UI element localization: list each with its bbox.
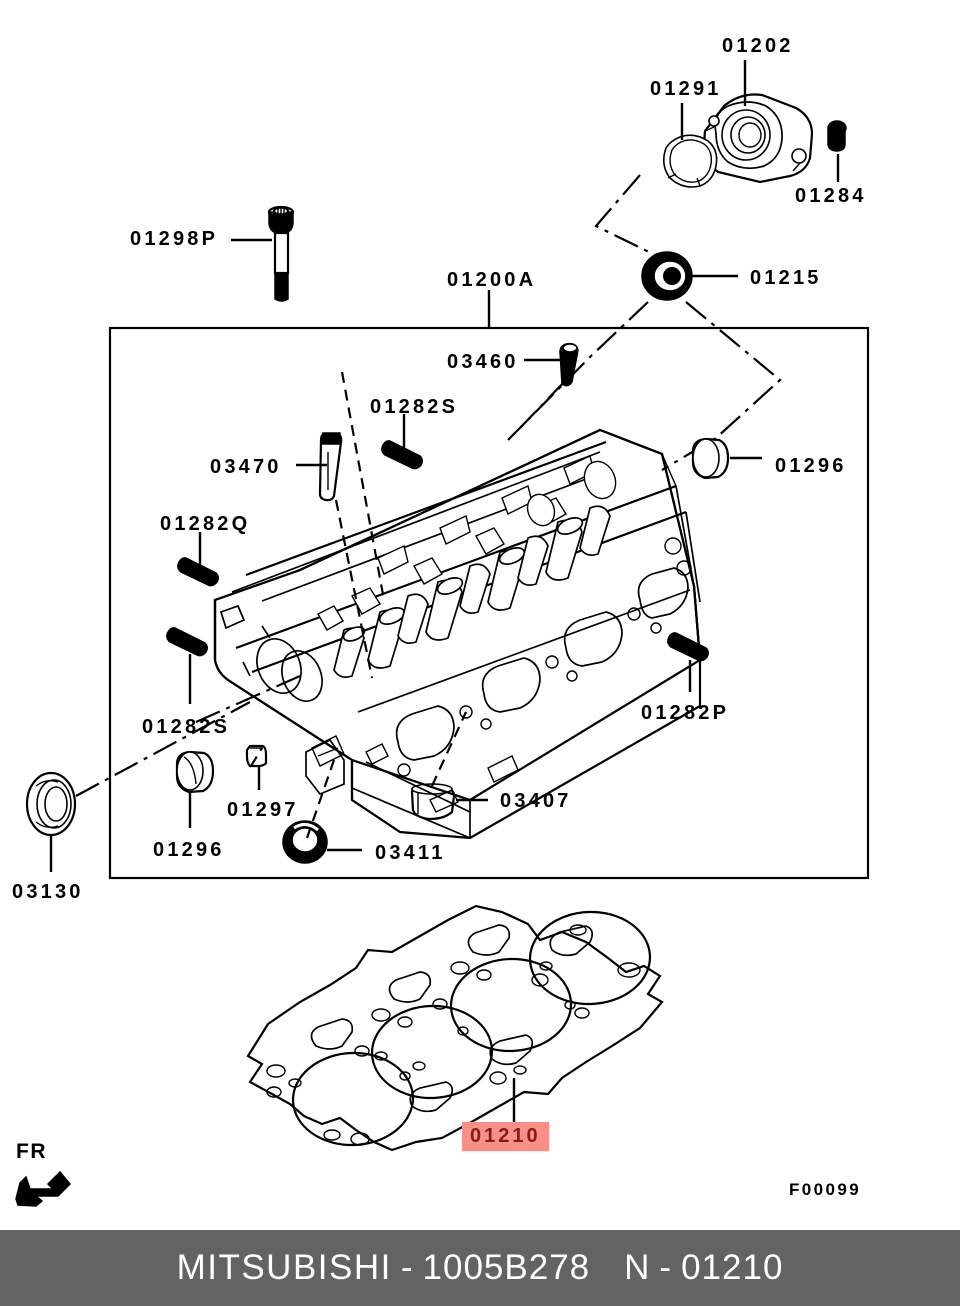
part-label-01297[interactable]: 01297: [227, 799, 299, 821]
leader-01297-dashed: [250, 747, 263, 767]
part-graphic-01282S-left: [166, 627, 209, 657]
fr-arrow-icon: [15, 1170, 72, 1207]
part-label-01282Q[interactable]: 01282Q: [160, 513, 251, 535]
leader-03470-dashed: [334, 499, 374, 679]
part-graphic-01282S-top: [381, 440, 424, 470]
part-label-01291[interactable]: 01291: [650, 78, 722, 100]
leader-03130-dashed: [75, 701, 251, 797]
leader-01282S-left-dashed: [195, 674, 301, 724]
part-graphic-01298P: [267, 205, 295, 302]
leader-03411-dashed: [305, 759, 336, 839]
diagram-code: F00099: [789, 1180, 862, 1199]
part-graphic-01202: [703, 93, 814, 184]
part-label-01202[interactable]: 01202: [722, 35, 794, 57]
part-label-03460[interactable]: 03460: [447, 351, 519, 373]
leader-01291-chain: [594, 174, 656, 256]
part-label-03130[interactable]: 03130: [12, 881, 84, 903]
head-gasket-graphic: [246, 904, 664, 1152]
part-graphic-01282Q: [177, 557, 220, 587]
footer-section-number: 01210: [681, 1248, 784, 1287]
leader-dashdot-inner: [519, 379, 567, 429]
leader-03460-dashed: [340, 371, 386, 601]
part-graphic-01291: [662, 134, 718, 188]
part-graphic-03411: [282, 820, 328, 864]
part-graphic-03460: [559, 342, 579, 387]
footer-content: MITSUBISHI - 1005B278 N - 01210: [177, 1248, 784, 1288]
part-graphic-01284: [827, 120, 847, 152]
part-label-01296-right[interactable]: 01296: [775, 455, 847, 477]
part-label-01210-highlighted[interactable]: 01210: [462, 1122, 549, 1151]
footer-separator: -: [400, 1248, 414, 1287]
leader-03407-dashed: [431, 711, 467, 787]
part-label-01284[interactable]: 01284: [795, 185, 867, 207]
part-label-01282S-left[interactable]: 01282S: [142, 716, 231, 738]
footer-section-separator: -: [659, 1248, 673, 1287]
footer-bar: MITSUBISHI - 1005B278 N - 01210: [0, 1230, 960, 1306]
cylinder-head-casting: [213, 428, 702, 840]
part-graphic-03130: [25, 771, 77, 837]
part-graphic-01296-left: [175, 750, 215, 794]
footer-section-prefix: N: [624, 1248, 651, 1287]
part-graphic-01296-right: [691, 437, 730, 480]
part-label-01298P[interactable]: 01298P: [130, 228, 219, 250]
leader-lines: [49, 60, 840, 1122]
leader-01215-chain-right: [661, 301, 782, 471]
part-label-01200A[interactable]: 01200A: [447, 269, 537, 291]
part-graphic-01297: [245, 744, 268, 768]
part-graphic-03470: [318, 432, 343, 502]
part-label-01296-left[interactable]: 01296: [153, 839, 225, 861]
part-label-01215[interactable]: 01215: [750, 267, 822, 289]
part-graphic-01282P: [667, 632, 710, 662]
part-label-03407[interactable]: 03407: [500, 790, 572, 812]
part-label-01282P[interactable]: 01282P: [641, 702, 730, 724]
part-label-03411[interactable]: 03411: [375, 842, 446, 864]
part-graphic-01215: [641, 251, 693, 301]
footer-brand: MITSUBISHI: [176, 1248, 392, 1287]
part-label-03470[interactable]: 03470: [210, 456, 282, 478]
part-label-01282S-top[interactable]: 01282S: [370, 396, 459, 418]
footer-catalog-number: 1005B278: [422, 1248, 591, 1287]
fr-orientation-label: FR: [16, 1140, 47, 1163]
